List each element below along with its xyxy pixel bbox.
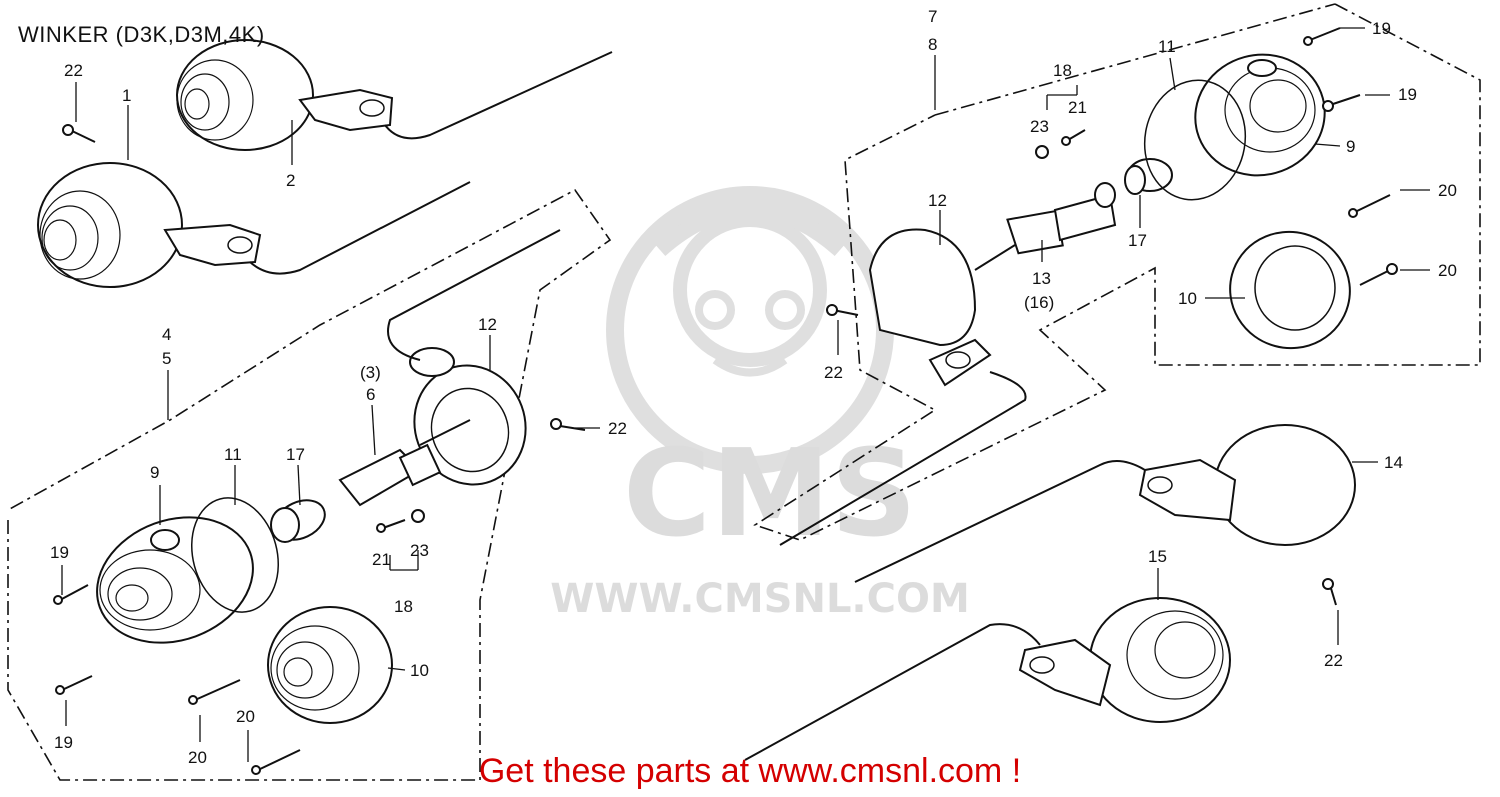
callout-label: 23 bbox=[410, 541, 429, 560]
callout-label: 21 bbox=[1068, 98, 1087, 117]
callout-label: 2 bbox=[286, 171, 295, 190]
assembly-outline-right bbox=[753, 3, 1481, 541]
callout-label: 12 bbox=[478, 315, 497, 334]
lamp-housing-12-right bbox=[779, 228, 1027, 546]
assembly-outline-left bbox=[7, 188, 612, 781]
callout-label: 11 bbox=[1158, 37, 1176, 56]
socket-6-left bbox=[338, 419, 471, 507]
callout-label: 22 bbox=[608, 419, 627, 438]
lens-9-left bbox=[96, 516, 254, 644]
callout-label: 20 bbox=[236, 707, 255, 726]
callout-label: 17 bbox=[286, 445, 305, 464]
callout-label: 22 bbox=[1324, 651, 1343, 670]
callout-label: 13 bbox=[1032, 269, 1051, 288]
callout-label: 6 bbox=[366, 385, 375, 404]
callout-label: 22 bbox=[64, 61, 83, 80]
winker-assembly-14 bbox=[854, 424, 1356, 583]
lamp-housing-12-left bbox=[387, 229, 561, 486]
callout-label: (3) bbox=[360, 363, 381, 382]
callout-label: 7 bbox=[928, 7, 937, 26]
winker-assembly-2 bbox=[176, 39, 613, 151]
screw-22-icon bbox=[62, 124, 96, 143]
callout-label: 23 bbox=[1030, 117, 1049, 136]
callout-labels: 22 1 2 4 5 12 (3) 6 11 17 9 19 21 23 18 … bbox=[50, 7, 1457, 767]
callout-label: (16) bbox=[1024, 293, 1054, 312]
callout-label: 11 bbox=[224, 445, 242, 464]
callout-label: 17 bbox=[1128, 231, 1147, 250]
callout-label: 15 bbox=[1148, 547, 1167, 566]
callout-label: 19 bbox=[1398, 85, 1417, 104]
watermark-url-text: WWW.CMSNL.COM bbox=[550, 576, 970, 622]
callout-label: 20 bbox=[188, 748, 207, 767]
callout-label: 1 bbox=[122, 86, 131, 105]
callout-label: 4 bbox=[162, 325, 171, 344]
callout-label: 10 bbox=[1178, 289, 1197, 308]
callout-label: 18 bbox=[1053, 61, 1072, 80]
callout-label: 19 bbox=[1372, 19, 1391, 38]
screws-left-icon bbox=[53, 418, 586, 775]
lens-9-right bbox=[1194, 53, 1326, 177]
callout-label: 19 bbox=[54, 733, 73, 752]
callout-label: 19 bbox=[50, 543, 69, 562]
callout-label: 22 bbox=[824, 363, 843, 382]
socket-13-right bbox=[974, 182, 1117, 271]
watermark-logo-text: CMS bbox=[623, 425, 917, 564]
lens-10-left bbox=[267, 606, 393, 724]
page-title: WINKER (D3K,D3M,4K) bbox=[18, 22, 265, 47]
winker-assembly-15 bbox=[744, 597, 1231, 761]
callout-label: 5 bbox=[162, 349, 171, 368]
callout-label: 12 bbox=[928, 191, 947, 210]
callout-label: 9 bbox=[1346, 137, 1355, 156]
winker-assembly-1 bbox=[37, 162, 471, 288]
leader-lines bbox=[61, 27, 1430, 762]
bulb-17-right bbox=[1124, 158, 1173, 195]
callout-label: 9 bbox=[150, 463, 159, 482]
gasket-11-right bbox=[1143, 79, 1247, 201]
lens-10-right bbox=[1229, 230, 1351, 350]
screws-right-icon bbox=[826, 27, 1398, 606]
callout-label: 18 bbox=[394, 597, 413, 616]
callout-label: 20 bbox=[1438, 181, 1457, 200]
callout-label: 14 bbox=[1384, 453, 1403, 472]
callout-label: 20 bbox=[1438, 261, 1457, 280]
bulb-17-left bbox=[270, 499, 326, 543]
callout-label: 21 bbox=[372, 550, 391, 569]
gasket-11-left bbox=[190, 497, 280, 613]
callout-label: 10 bbox=[410, 661, 429, 680]
get-parts-link[interactable]: Get these parts at www.cmsnl.com ! bbox=[478, 752, 1022, 790]
cms-watermark-logo: CMS WWW.CMSNL.COM bbox=[550, 186, 970, 622]
callout-label: 8 bbox=[928, 35, 937, 54]
